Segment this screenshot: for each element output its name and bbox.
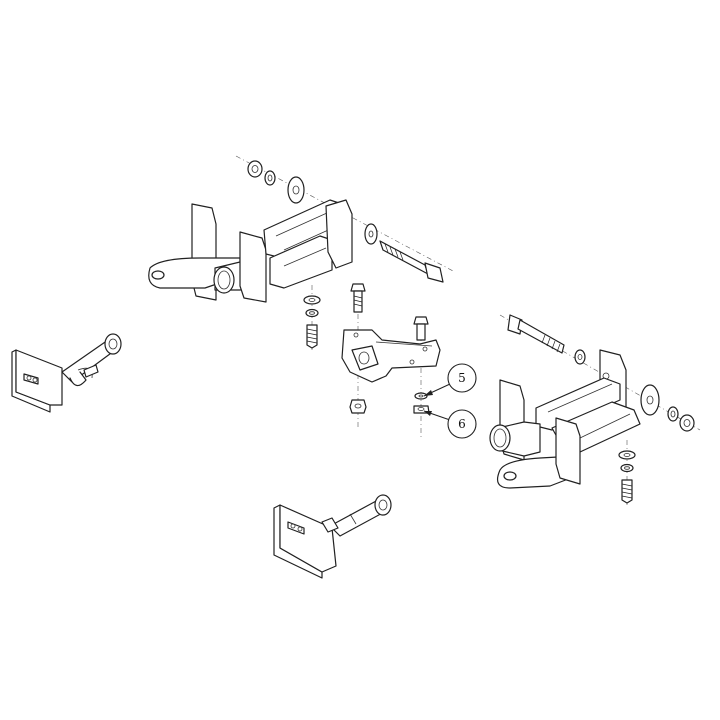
bottom-pin-bracket — [273, 494, 392, 579]
center-bolt-right — [413, 316, 429, 341]
right-lower-bolt — [621, 479, 633, 504]
left-pin-clip — [69, 371, 87, 387]
left-flat-washer — [287, 176, 305, 204]
right-bracket-body — [489, 349, 641, 489]
right-bolt-washer — [574, 349, 586, 365]
left-bolt-washer — [364, 223, 378, 245]
center-plate-body — [341, 329, 441, 383]
right-lower-washer-2 — [620, 463, 634, 473]
right-bracket-assembly — [489, 314, 701, 505]
right-nut — [679, 414, 695, 432]
left-nut — [247, 160, 263, 178]
left-lock-washer — [264, 170, 276, 186]
callout-6-label: 6 — [458, 417, 466, 431]
callout-5: 5 — [423, 363, 477, 397]
right-flat-washer — [640, 384, 660, 416]
center-bolt-left — [350, 283, 366, 313]
left-bracket-body — [148, 199, 353, 303]
left-long-bolt — [379, 240, 444, 283]
callout-5-label: 5 — [458, 371, 466, 385]
left-bracket-assembly — [148, 155, 456, 350]
left-lower-washer-1 — [303, 295, 321, 305]
left-pin-bracket — [11, 333, 122, 413]
center-mounting-plate-assembly: 5 6 — [341, 283, 477, 440]
right-lower-washer-1 — [618, 450, 636, 460]
left-lower-washer-2 — [305, 308, 319, 318]
right-lock-washer — [667, 406, 679, 422]
left-lower-bolt — [306, 324, 318, 349]
right-long-bolt — [507, 314, 565, 354]
callout-6: 6 — [423, 409, 477, 439]
center-washer-5 — [414, 392, 428, 400]
center-nut-left — [349, 399, 367, 414]
